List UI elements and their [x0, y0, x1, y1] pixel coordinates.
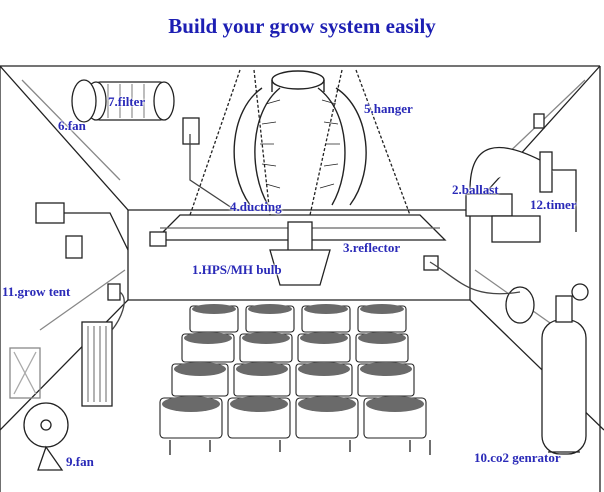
label-fan-top: 6.fan — [58, 118, 86, 133]
cables — [111, 134, 521, 331]
label-co2: 10.co2 genrator — [474, 450, 561, 465]
label-ballast: 2.ballast — [452, 182, 499, 197]
heater — [9, 321, 113, 407]
label-filter: 7.filter — [108, 94, 146, 109]
timer-strip — [469, 113, 577, 232]
floor-fan — [23, 402, 69, 471]
label-fan-floor: 9.fan — [66, 454, 94, 469]
label-hanger: 5.hanger — [364, 101, 413, 116]
outlets — [107, 231, 439, 301]
label-grow-tent: 11.grow tent — [2, 284, 71, 299]
co2-tank — [541, 283, 589, 455]
label-timer: 12.timer — [530, 197, 577, 212]
grow-tent-frame — [0, 65, 604, 492]
ballast-box — [465, 193, 541, 243]
label-ducting: 4.ducting — [230, 199, 282, 214]
hanger-chains — [189, 69, 411, 216]
page-title: Build your grow system easily — [168, 14, 436, 38]
label-hps-bulb: 1.HPS/MH bulb — [192, 262, 282, 277]
wall-controllers — [35, 117, 200, 259]
label-reflector: 3.reflector — [343, 240, 401, 255]
inline-fan-right — [505, 286, 535, 324]
inline-fan-top — [71, 79, 97, 123]
plant-pots — [159, 304, 431, 455]
ducting — [233, 70, 367, 206]
